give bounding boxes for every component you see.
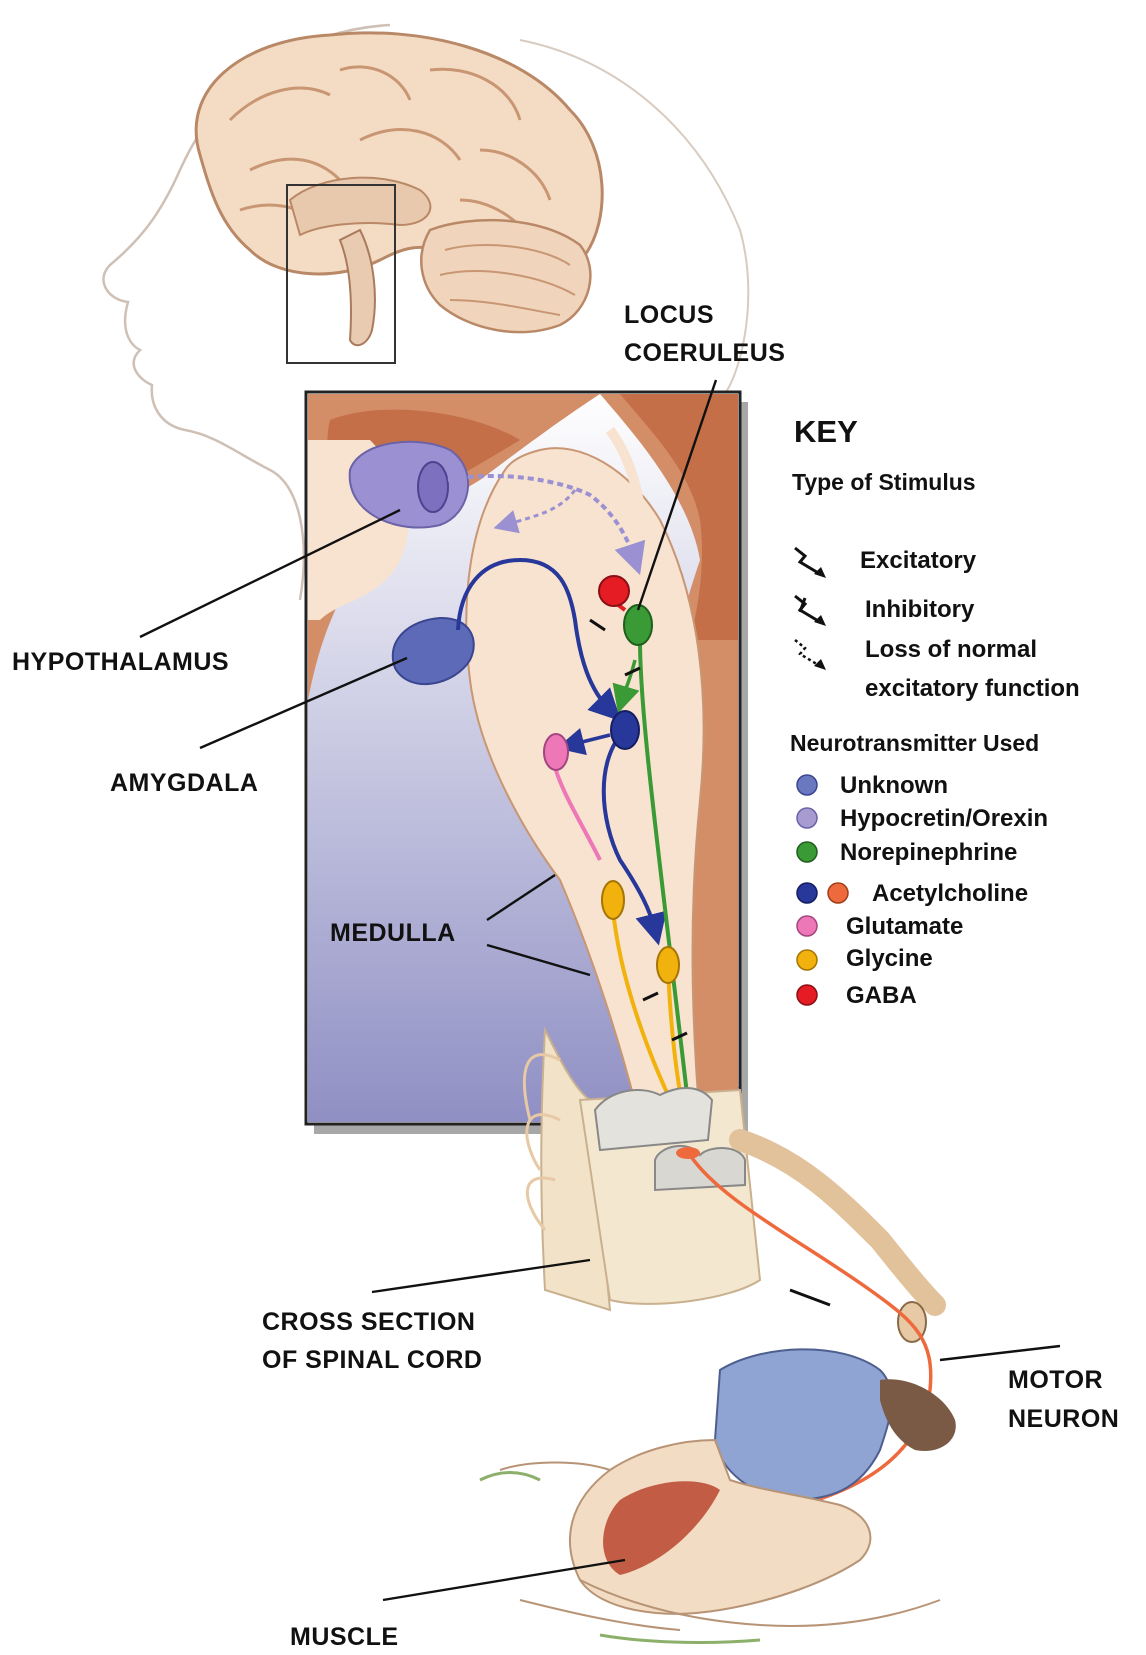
key-nt-glycine: Glycine [846,945,933,972]
norepinephrine-neuron [624,605,652,645]
label-muscle: MUSCLE [290,1623,399,1650]
inhibitory-arrow-icon [795,596,826,626]
key-inhibitory-label: Inhibitory [865,596,975,623]
swatch-glutamate [797,916,817,936]
excitatory-arrow-icon [795,548,826,578]
loss-of-function-arrow-icon [795,640,826,670]
brain-illustration [196,33,602,363]
label-locus-coeruleus-line2: COERULEUS [624,339,785,367]
swatch-norepinephrine [797,842,817,862]
key-nt-gaba: GABA [846,982,917,1009]
swatch-glycine [797,950,817,970]
swatch-acetylcholine-blue [797,883,817,903]
key-nt-hypocretin: Hypocretin/Orexin [840,805,1048,832]
key-excitatory-label: Excitatory [860,547,977,574]
swatch-acetylcholine-orange [828,883,848,903]
key-nt-norepinephrine: Norepinephrine [840,839,1017,866]
glutamate-neuron [544,734,568,770]
label-motor-neuron-line1: MOTOR [1008,1366,1103,1394]
glycine-neuron-lower [657,947,679,983]
label-cross-section-line2: OF SPINAL CORD [262,1346,482,1374]
legend-key: KEY Type of Stimulus Excitatory Inhibito… [790,414,1080,1009]
sleeping-figure [480,1349,956,1642]
key-nt-heading: Neurotransmitter Used [790,730,1039,756]
swatch-hypocretin [797,808,817,828]
glycine-neuron-upper [602,881,624,919]
key-nt-glutamate: Glutamate [846,913,963,940]
key-nt-unknown: Unknown [840,772,948,799]
label-hypothalamus: HYPOTHALAMUS [12,648,229,676]
key-stimulus-heading: Type of Stimulus [792,469,976,495]
label-motor-neuron-line2: NEURON [1008,1405,1119,1433]
gaba-neuron [599,576,629,606]
label-cross-section-line1: CROSS SECTION [262,1308,475,1336]
key-loss-label-line1: Loss of normal [865,636,1037,663]
acetylcholine-neuron [611,711,639,749]
label-amygdala: AMYGDALA [110,769,258,797]
label-medulla: MEDULLA [330,919,456,947]
key-loss-label-line2: excitatory function [865,675,1080,702]
key-nt-acetylcholine: Acetylcholine [872,880,1028,907]
swatch-unknown [797,775,817,795]
key-title: KEY [794,414,858,449]
label-locus-coeruleus-line1: LOCUS [624,301,714,329]
swatch-gaba [797,985,817,1005]
